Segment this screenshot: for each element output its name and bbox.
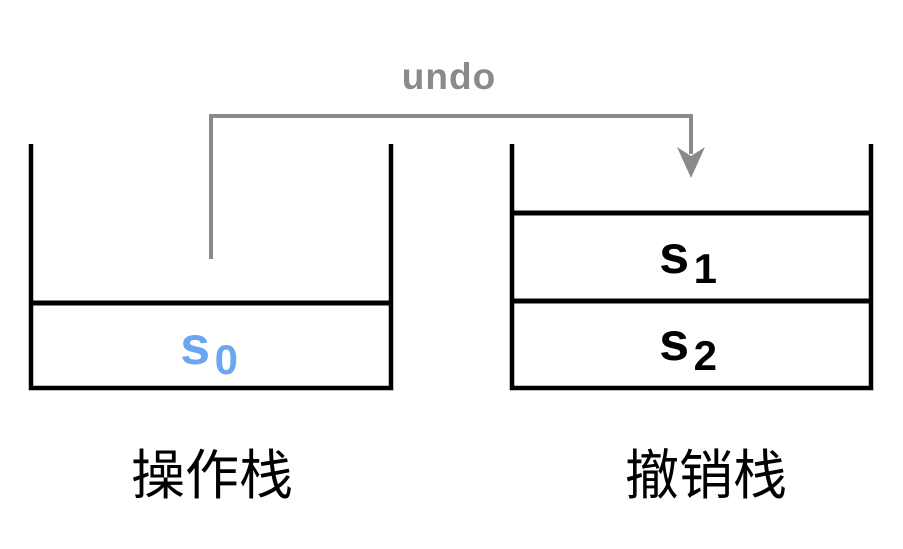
item-subscript-text: 2 <box>694 332 717 379</box>
undo-arrow-label: undo <box>402 56 496 97</box>
undo-stack-outline <box>509 144 874 391</box>
undo-stack-item-s1: s 1 <box>659 225 717 292</box>
operation-stack-outline <box>28 144 394 391</box>
item-base-text: s <box>180 316 210 376</box>
undo-stack-item-s2: s 2 <box>659 312 717 379</box>
item-base-text: s <box>659 312 689 372</box>
operation-stack-item-s0: s 0 <box>180 316 238 383</box>
operation-stack-label: 操作栈 <box>131 446 293 506</box>
item-base-text: s <box>659 225 689 285</box>
undo-arrowhead-icon <box>677 147 705 178</box>
item-subscript-text: 0 <box>215 336 238 383</box>
undo-arrow-line <box>209 114 693 259</box>
undo-stack-label: 撤销栈 <box>625 446 787 506</box>
item-subscript-text: 1 <box>694 245 717 292</box>
